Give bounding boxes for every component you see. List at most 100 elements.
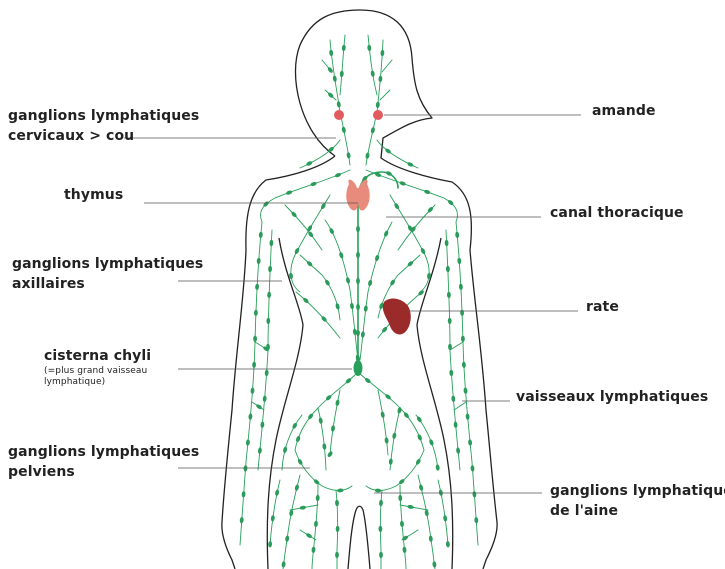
lymph-node	[389, 458, 393, 465]
lymph-node	[428, 439, 434, 446]
lymph-node	[259, 232, 263, 239]
lymph-node	[370, 70, 375, 77]
label-cisterna-chyli: cisterna chyli	[44, 346, 151, 366]
label-line: ganglions lymphatiques	[12, 254, 203, 274]
lymph-node	[392, 432, 397, 439]
lymph-node	[281, 561, 286, 568]
lymph-node	[294, 484, 299, 491]
lymph-node	[258, 447, 262, 454]
lymph-node	[417, 434, 423, 441]
label-line: vaisseaux lymphatiques	[516, 387, 708, 407]
lymph-node	[331, 425, 336, 432]
lymph-node	[318, 417, 323, 424]
lymph-node	[402, 546, 406, 553]
label-line: cervicaux > cou	[8, 126, 199, 146]
lymph-node	[383, 230, 389, 237]
label-ganglions-cervicaux: ganglions lymphatiques cervicaux > cou	[8, 106, 199, 146]
lymph-node	[470, 465, 474, 472]
lymph-node	[446, 266, 450, 273]
lymph-node	[399, 181, 406, 187]
lymph-node	[260, 421, 264, 428]
lymph-node	[463, 387, 467, 394]
label-line: ganglions lymphatiques	[8, 442, 199, 462]
lymph-node	[335, 500, 339, 507]
label-line: canal thoracique	[550, 203, 684, 223]
lymph-node	[429, 535, 434, 542]
lymph-node	[389, 279, 396, 286]
lymph-node	[435, 464, 440, 471]
lymph-node	[289, 509, 294, 516]
lymph-node	[420, 247, 426, 254]
lymph-node	[356, 304, 360, 310]
lymph-node	[446, 541, 450, 548]
label-amande: amande	[592, 101, 656, 121]
lymph-node	[456, 447, 460, 454]
lymph-node	[407, 504, 414, 509]
label-ganglions-aine: ganglions lymphatiques de l'aine	[550, 481, 725, 521]
lymph-node	[253, 336, 257, 342]
lymph-node	[255, 284, 259, 291]
lymph-node	[424, 509, 429, 516]
lymph-node	[393, 202, 400, 209]
lymph-node	[407, 161, 414, 167]
lymph-node	[462, 362, 466, 369]
lymph-node	[297, 458, 303, 465]
lymph-node	[341, 126, 346, 133]
lymph-node	[299, 505, 306, 510]
lymph-node	[324, 279, 331, 286]
lymph-node	[267, 292, 271, 299]
lymph-node	[346, 152, 351, 159]
lymph-node	[335, 399, 340, 406]
lymph-node	[445, 240, 449, 247]
lymph-node	[457, 258, 461, 265]
lymph-node	[364, 305, 369, 312]
lymph-node	[339, 252, 345, 259]
lymph-node	[397, 407, 402, 414]
lymph-node	[451, 395, 455, 402]
lymph-node	[342, 45, 346, 52]
lymph-node	[468, 439, 472, 446]
label-line: pelviens	[8, 462, 199, 482]
lymph-node	[250, 387, 254, 394]
label-line: thymus	[64, 185, 123, 205]
lymph-node	[448, 344, 452, 350]
label-cisterna-note: (=plus grand vaisseau lymphatique)	[44, 366, 147, 388]
label-canal-thoracique: canal thoracique	[550, 203, 684, 223]
lymph-node	[455, 232, 459, 239]
lymph-node	[424, 189, 431, 195]
lymph-node	[285, 535, 290, 542]
lymph-node	[335, 552, 339, 558]
label-line: de l'aine	[550, 501, 725, 521]
lymph-node	[432, 561, 437, 568]
lymph-node	[336, 101, 341, 108]
lymph-node	[418, 484, 423, 491]
lymph-node	[268, 541, 272, 548]
lymph-node	[378, 526, 382, 532]
lymph-node	[401, 535, 408, 542]
tonsil-left	[334, 110, 344, 120]
lymph-node	[329, 227, 335, 234]
lymph-node	[271, 515, 276, 522]
lymph-node	[306, 160, 313, 166]
lymph-node	[275, 489, 280, 496]
lymph-node	[252, 362, 256, 369]
lymph-node	[294, 247, 300, 254]
lymph-node	[449, 370, 453, 377]
lymph-node	[240, 517, 244, 524]
lymph-node	[263, 395, 267, 402]
lymph-node	[322, 443, 326, 450]
lymph-node	[257, 258, 261, 265]
lymph-node	[305, 532, 312, 539]
lymph-node	[246, 439, 250, 446]
lymph-node	[307, 225, 314, 232]
lymph-node	[340, 71, 344, 78]
lymph-node	[379, 552, 383, 558]
lymph-node	[241, 491, 245, 498]
lymph-node	[332, 75, 337, 82]
lymph-node	[361, 331, 365, 338]
lymph-node	[268, 266, 272, 273]
label-line: amande	[592, 101, 656, 121]
lymph-node	[415, 458, 422, 465]
lymph-node	[316, 495, 320, 502]
lymph-node	[460, 310, 464, 317]
